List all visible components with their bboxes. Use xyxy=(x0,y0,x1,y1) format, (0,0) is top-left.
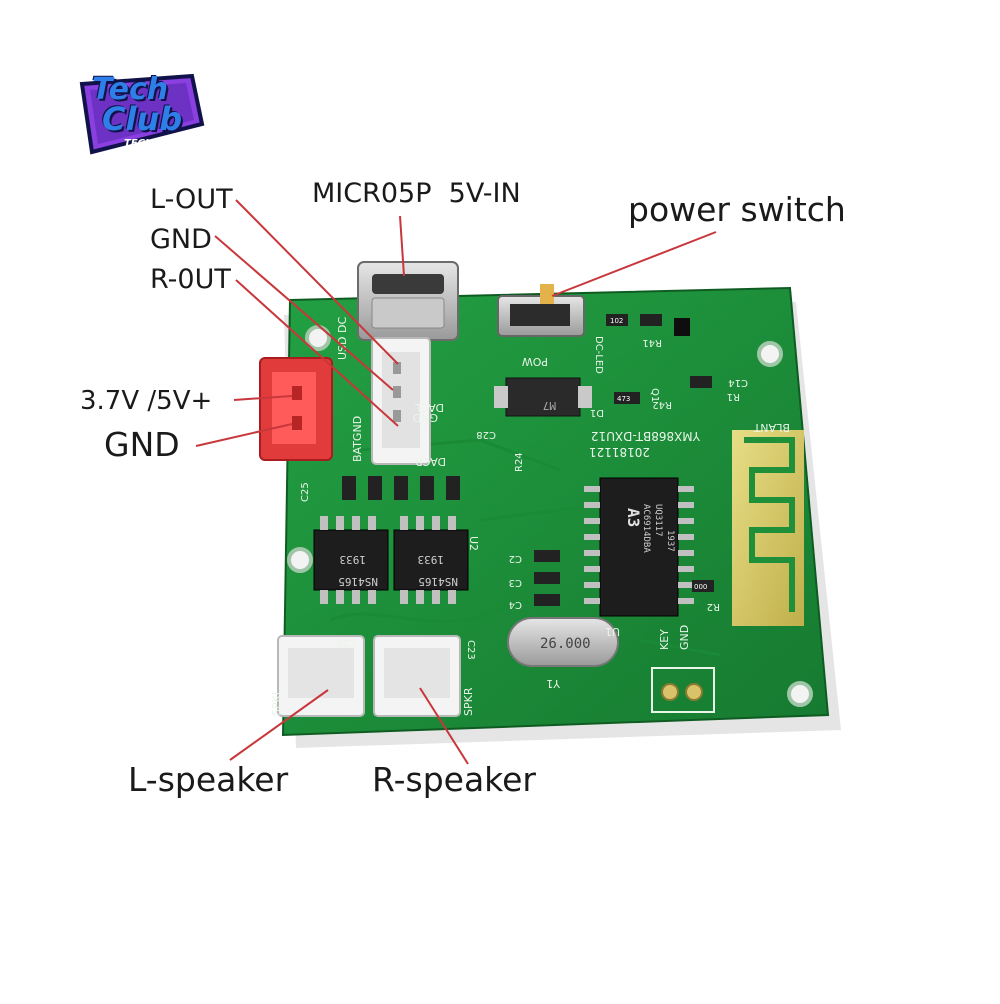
power-switch-component xyxy=(497,284,585,337)
s-date-text: 20181121 xyxy=(589,445,650,459)
s-r2-text: R2 xyxy=(707,601,720,612)
amplifier-chips xyxy=(313,516,469,604)
t-000-text: 000 xyxy=(694,583,707,591)
s-c25-text: C25 xyxy=(300,482,311,502)
m-amplc-text: 1933 xyxy=(340,553,367,566)
mounting-holes xyxy=(287,325,813,707)
key-terminal xyxy=(651,667,715,713)
crystal-oscillator xyxy=(507,617,619,667)
s-d1-text: D1 xyxy=(590,407,604,418)
s-pow-text: POW xyxy=(522,355,548,368)
s-r1-text: R1 xyxy=(727,391,740,402)
label-gnd-top: GND xyxy=(150,224,212,255)
s-u1-text: U1 xyxy=(605,625,620,638)
label-micro-usb: MICR05P 5V-IN xyxy=(312,178,521,209)
speaker-connectors xyxy=(277,635,461,717)
label-power-switch: power switch xyxy=(628,190,846,229)
s-c3-text: C3 xyxy=(509,577,522,588)
s-spkr-text: SPKR xyxy=(462,687,475,716)
s-batgnd-text: BATGND xyxy=(351,416,364,462)
s-keygnd-text: GND xyxy=(678,625,691,650)
m-date-text: 1937 xyxy=(665,530,675,552)
micro-usb-port xyxy=(357,261,459,341)
s-c28-text: C28 xyxy=(476,429,496,440)
bluetooth-chip xyxy=(584,477,694,617)
s-c26-text: C26 xyxy=(336,637,356,648)
s-u2-text: U2 xyxy=(467,536,480,551)
pcb-antenna xyxy=(732,430,804,626)
label-gnd-battery: GND xyxy=(104,425,180,464)
smd-labels: 102 473 000 xyxy=(610,317,707,591)
s-r24-text: R24 xyxy=(514,452,525,472)
audio-out-connector xyxy=(371,337,431,465)
label-r-speaker: R-speaker xyxy=(372,760,536,799)
s-gnd-text: GND xyxy=(413,411,438,424)
m-crystal-text: 26.000 xyxy=(540,636,591,652)
m-brand-text: A3 xyxy=(624,508,643,527)
chip-markings: NS4165 1933 NS4165 1933 A3 AC6914DBA UQ3… xyxy=(338,399,675,652)
battery-connector xyxy=(259,357,333,461)
m-code-text: UQ3117 xyxy=(653,504,663,537)
s-c23-text: C23 xyxy=(465,640,476,660)
logo-tagline: TECH CLUB xyxy=(124,138,186,149)
m-diode-text: M7 xyxy=(543,399,556,412)
s-q1-text: Q1 xyxy=(649,388,660,402)
diode-component xyxy=(494,377,592,417)
s-r42-text: R42 xyxy=(652,399,672,410)
tech-club-logo: Tech Club TECH CLUB xyxy=(62,64,212,164)
label-r-out: R-0UT xyxy=(150,264,231,295)
s-spkl-text: SPKL xyxy=(270,688,283,716)
t-102-text: 102 xyxy=(610,317,623,325)
t-473-text: 473 xyxy=(617,395,630,403)
logo-word-tech: Tech xyxy=(92,72,169,107)
s-key-text: KEY xyxy=(658,629,671,650)
label-l-speaker: L-speaker xyxy=(128,760,289,799)
smd-components xyxy=(342,314,714,606)
logo-badge-icon xyxy=(79,73,205,155)
s-usbdc-text: USD DC xyxy=(336,317,349,360)
s-c4-text: C4 xyxy=(509,599,522,610)
m-amprc-text: 1933 xyxy=(418,553,445,566)
label-l-out: L-OUT xyxy=(150,184,233,215)
logo-word-club: Club xyxy=(102,100,183,138)
s-dacr-text: DACR xyxy=(415,455,446,468)
s-c14-text: C14 xyxy=(728,377,748,388)
s-c2-text: C2 xyxy=(509,553,522,564)
s-model-text: YMX868BT-DXU12 xyxy=(591,429,701,443)
s-dacl-text: DACL xyxy=(414,401,444,414)
label-battery: 3.7V /5V+ xyxy=(80,386,213,416)
leader-lines xyxy=(195,199,717,765)
s-r41-text: R41 xyxy=(642,337,662,348)
m-ampr-text: NS4165 xyxy=(418,575,458,588)
m-model-text: AC6914DBA xyxy=(641,504,651,553)
logo-text: Tech Club TECH CLUB xyxy=(62,64,212,164)
m-ampl-text: NS4165 xyxy=(338,575,378,588)
s-dcled-text: DC-LED xyxy=(593,336,604,374)
s-blant-text: BLANT xyxy=(753,421,790,434)
s-y1-text: Y1 xyxy=(546,677,561,690)
